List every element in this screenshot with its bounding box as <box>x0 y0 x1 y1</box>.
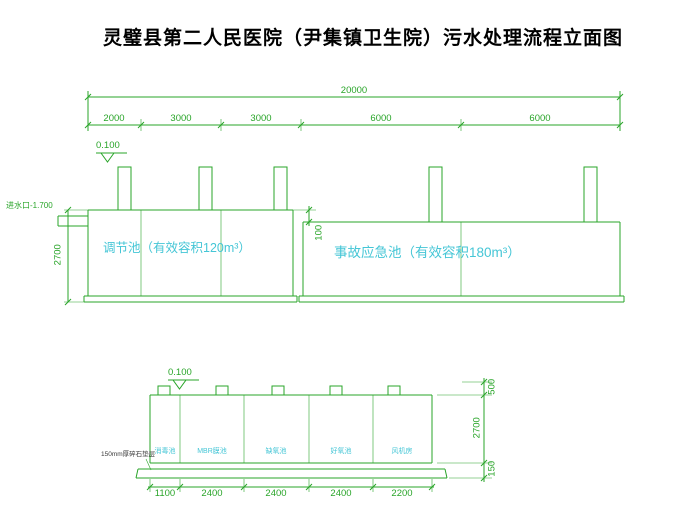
dim-segment-5: 6000 <box>529 113 551 124</box>
compartment-label-4: 好氧池 <box>330 448 352 455</box>
dim-bottom-1: 1100 <box>154 488 176 499</box>
dim-bottom-4: 2400 <box>330 488 352 499</box>
dim-total-width: 20000 <box>340 85 368 96</box>
compartment-label-1: 消毒池 <box>154 448 176 455</box>
level-mark-upper: 0.100 <box>96 140 120 151</box>
lower-elevation-lines <box>135 378 492 492</box>
dim-tank-height: 2700 <box>52 244 64 266</box>
dim-right-2700: 2700 <box>471 417 483 439</box>
dim-segment-4: 6000 <box>370 113 392 124</box>
dim-bottom-2: 2400 <box>201 488 223 499</box>
dim-bottom-5: 2200 <box>391 488 413 499</box>
drawing-title: 灵璧县第二人民医院（尹集镇卫生院）污水处理流程立面图 <box>102 28 624 49</box>
emergency-tank-label: 事故应急池（有效容积180m³） <box>334 245 521 260</box>
inlet-label: 进水口-1.700 <box>6 201 53 210</box>
regulating-tank-label: 调节池（有效容积120m³） <box>103 241 251 255</box>
compartment-label-3: 缺氧池 <box>265 448 287 455</box>
dim-slab-step: 100 <box>313 224 325 241</box>
compartment-label-2: MBR膜池 <box>197 448 227 455</box>
dim-bottom-3: 2400 <box>265 488 287 499</box>
compartment-label-5: 风机房 <box>391 448 413 455</box>
gravel-bed-note: 150mm厚碎石垫层 <box>101 451 156 458</box>
dim-right-500: 500 <box>486 378 498 395</box>
dim-segment-1: 2000 <box>103 113 125 124</box>
dim-segment-3: 3000 <box>250 113 272 124</box>
level-mark-lower: 0.100 <box>168 367 192 378</box>
upper-elevation-lines <box>57 91 625 306</box>
dim-right-150: 150 <box>486 460 498 477</box>
dim-segment-2: 3000 <box>170 113 192 124</box>
